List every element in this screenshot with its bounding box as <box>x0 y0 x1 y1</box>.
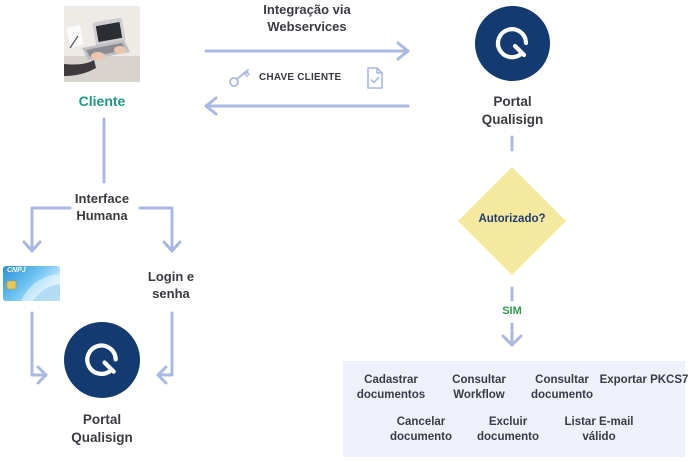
operation-item: Consultar documento <box>531 374 593 401</box>
client-avatar <box>64 6 140 82</box>
portal-bottom-label: Portal Qualisign <box>71 412 133 445</box>
login-label: Login e senha <box>147 269 195 301</box>
client-label: Cliente <box>78 93 126 109</box>
smart-card: CNPJ <box>3 266 60 301</box>
qualisign-logo-icon <box>495 27 529 60</box>
card-to-portal <box>30 311 48 377</box>
portal-logo-bottom <box>64 322 140 398</box>
key-icon <box>229 69 250 87</box>
operation-item: Cadastrar documentos <box>356 374 426 401</box>
portal-logo-top <box>475 6 550 81</box>
branch-left <box>30 206 72 252</box>
operations-panel: Cadastrar documentos Consultar Workflow … <box>343 361 688 457</box>
yes-label: SIM <box>502 305 522 317</box>
operation-item: Consultar Workflow <box>452 374 506 401</box>
operation-item: Exportar PKCS7 <box>599 374 689 386</box>
operation-item: Cancelar documento <box>390 416 452 443</box>
branch-right <box>138 206 174 252</box>
qualisign-logo-icon <box>85 343 118 376</box>
card-label: CNPJ <box>7 267 26 274</box>
decision-diamond <box>458 167 566 275</box>
portal-top-label: Portal Qualisign <box>481 94 544 127</box>
document-check-icon <box>367 67 383 89</box>
integration-label: Integração via Webservices <box>263 2 351 34</box>
operation-item: Listar E-mail válido <box>564 416 634 443</box>
login-to-portal <box>156 311 174 377</box>
human-interface-label: Interface Humana <box>74 191 130 223</box>
operation-item: Excluir documento <box>477 416 539 443</box>
key-label: CHAVE CLIENTE <box>259 72 342 83</box>
decision-label: Autorizado? <box>478 213 546 225</box>
